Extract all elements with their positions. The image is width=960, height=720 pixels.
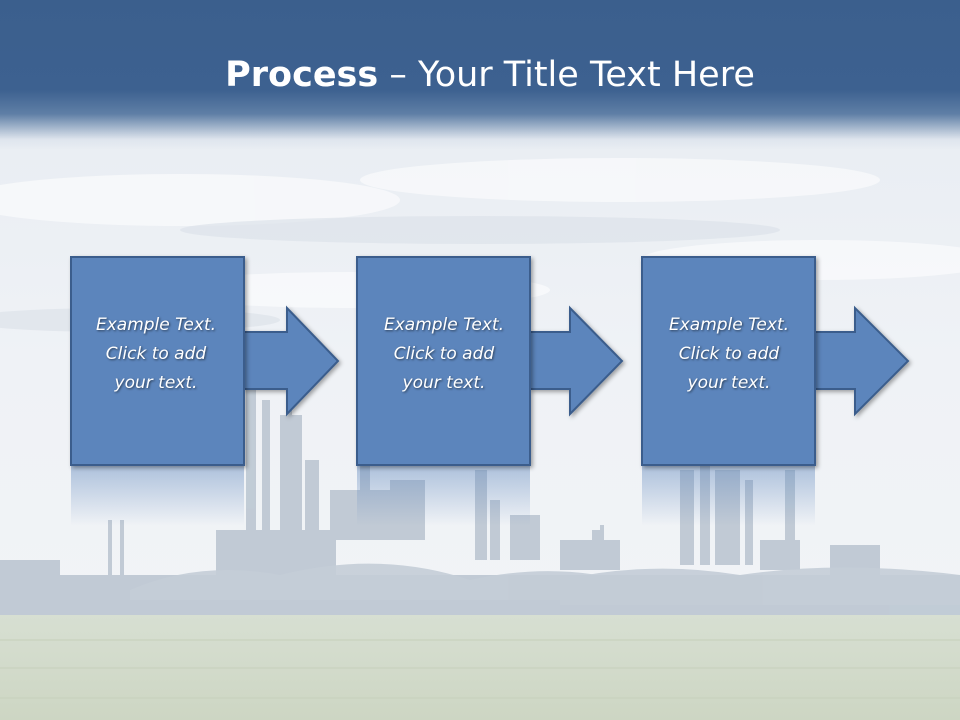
step-2-box[interactable] — [356, 256, 531, 466]
step-1-reflection — [71, 466, 244, 526]
title-rest: – Your Title Text Here — [378, 55, 755, 95]
step-2-line-3: your text. — [402, 373, 486, 393]
step-1-line-3: your text. — [114, 373, 198, 393]
step-1-line-2: Click to add — [105, 344, 207, 364]
step-2-text[interactable]: Example Text. Click to add your text. — [359, 311, 529, 398]
title-bold: Process — [225, 55, 379, 95]
step-1-line-1: Example Text. — [95, 315, 217, 335]
step-3-line-3: your text. — [687, 373, 771, 393]
step-3-box[interactable] — [641, 256, 816, 466]
step-2-line-1: Example Text. — [383, 315, 505, 335]
step-3-line-1: Example Text. — [668, 315, 790, 335]
arrow-right-icon — [529, 305, 624, 417]
step-1-box[interactable] — [70, 256, 245, 466]
slide-title[interactable]: Process – Your Title Text Here — [0, 52, 960, 98]
step-2-line-2: Click to add — [393, 344, 495, 364]
title-bar — [0, 0, 960, 150]
step-3-line-2: Click to add — [678, 344, 780, 364]
step-3-text[interactable]: Example Text. Click to add your text. — [644, 311, 814, 398]
arrow-right-icon — [814, 305, 910, 417]
arrow-right-icon — [243, 305, 340, 417]
step-3-reflection — [642, 466, 815, 526]
step-1-text[interactable]: Example Text. Click to add your text. — [71, 311, 241, 398]
step-2-reflection — [357, 466, 530, 526]
